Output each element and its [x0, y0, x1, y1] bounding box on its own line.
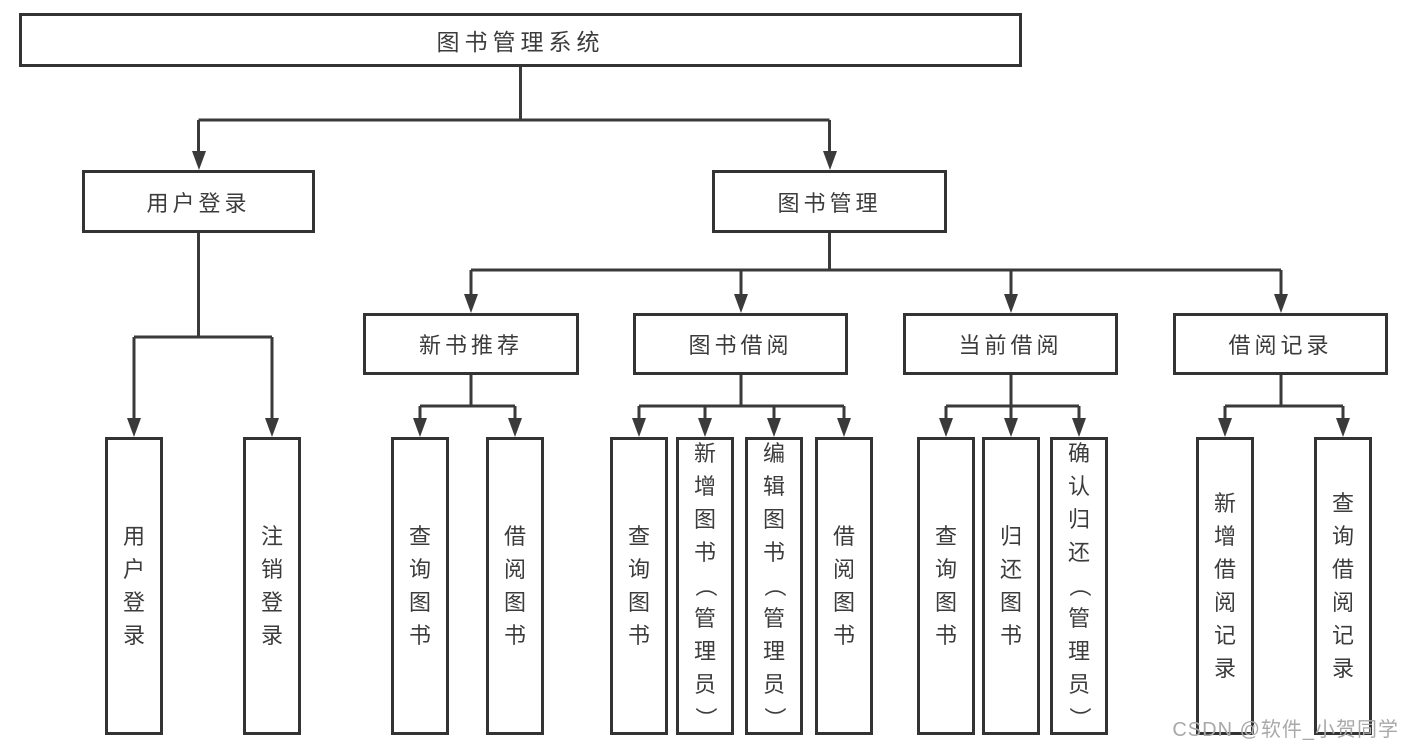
- csdn-watermark: CSDN @软件_小贺同学: [1172, 719, 1399, 741]
- node-borrow-records: 借阅记录: [1173, 313, 1388, 375]
- node-book-management-label: 图书管理: [777, 190, 882, 216]
- leaf-borrow-books: 借阅图书: [815, 437, 873, 735]
- node-book-borrow: 图书借阅: [633, 313, 848, 375]
- leaf-borrow-books-recommend: 借阅图书: [486, 437, 544, 735]
- leaf-edit-book-admin: 编辑图书（管理员）: [745, 437, 803, 735]
- leaf-add-borrow-record: 新增借阅记录: [1196, 437, 1254, 735]
- node-root-label: 图书管理系统: [436, 29, 605, 55]
- node-current-borrow-label: 当前借阅: [958, 333, 1063, 358]
- leaf-logout: 注销登录: [243, 437, 301, 735]
- node-borrow-records-label: 借阅记录: [1228, 333, 1333, 358]
- leaf-return-books: 归还图书: [982, 437, 1040, 735]
- leaf-query-borrow-record: 查询借阅记录: [1314, 437, 1372, 735]
- node-book-management: 图书管理: [712, 170, 947, 233]
- node-book-borrow-label: 图书借阅: [688, 333, 793, 358]
- leaf-query-books-current: 查询图书: [917, 437, 975, 735]
- leaf-confirm-return-admin: 确认归还（管理员）: [1050, 437, 1108, 735]
- leaf-user-login: 用户登录: [105, 437, 163, 735]
- leaf-add-book-admin: 新增图书（管理员）: [676, 437, 734, 735]
- arrow-down-icons: [127, 151, 1350, 437]
- node-new-book-recommend: 新书推荐: [363, 313, 579, 375]
- node-current-borrow: 当前借阅: [903, 313, 1118, 375]
- leaf-query-books-recommend: 查询图书: [391, 437, 449, 735]
- node-root: 图书管理系统: [19, 13, 1022, 67]
- node-new-book-recommend-label: 新书推荐: [418, 333, 523, 358]
- leaf-query-books-borrow: 查询图书: [610, 437, 668, 735]
- node-user-login-group: 用户登录: [82, 170, 315, 233]
- node-user-login-label: 用户登录: [146, 190, 251, 216]
